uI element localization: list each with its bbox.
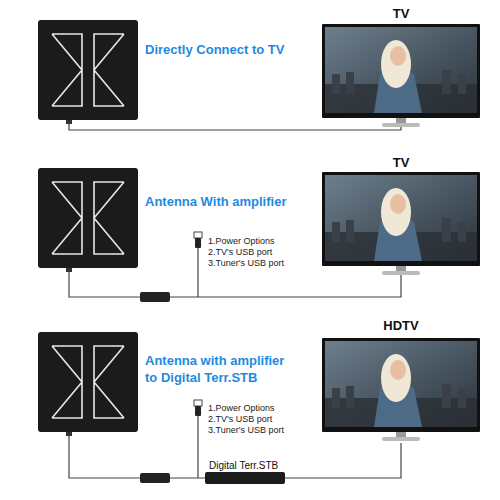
option-note: 1.Power Options — [208, 403, 275, 414]
stb-box — [205, 472, 285, 484]
tv-monitor-3 — [322, 338, 480, 441]
tv-box: TV — [318, 155, 484, 277]
cable-part — [197, 248, 198, 297]
device-name: Digital Terr.STB — [205, 459, 285, 472]
option-note: 3.Tuner's USB port — [208, 258, 284, 269]
tv-heading-text: HDTV — [383, 318, 418, 334]
cable-part — [69, 124, 401, 130]
row-heading: Directly Connect to TV — [145, 41, 284, 58]
device-name-text: Digital Terr.STB — [209, 459, 278, 472]
usb-plug-row-3-part — [194, 400, 202, 416]
tv-heading-text: TV — [393, 155, 410, 171]
usb-plug-row-2-part — [194, 232, 202, 248]
row-heading: Antenna with amplifier to Digital Terr.S… — [145, 352, 293, 386]
amplifier-part — [140, 473, 170, 483]
tv-monitor-2-part — [322, 172, 480, 275]
tv-monitor-2 — [322, 172, 480, 275]
amplifier — [140, 292, 170, 483]
cable-part — [69, 272, 140, 297]
tv-heading: HDTV — [318, 318, 484, 334]
set-top-box: Digital Terr.STB — [205, 459, 285, 484]
tv-monitor-3-part — [322, 338, 480, 441]
tv-box: TV — [318, 6, 484, 128]
cable-part — [170, 275, 401, 297]
antenna-row-1-part — [38, 20, 138, 124]
tv-monitor-1 — [322, 24, 480, 127]
antenna-row-3 — [38, 332, 138, 436]
tv-box: HDTV — [318, 318, 484, 443]
antenna-row-1 — [38, 20, 138, 124]
tv-heading: TV — [318, 6, 484, 22]
option-note: 2.TV's USB port — [208, 414, 272, 425]
usb-plug-row-3 — [194, 400, 202, 416]
cable-connector — [285, 443, 401, 478]
amplifier-part — [140, 292, 170, 302]
antenna-row-2-part — [38, 168, 138, 272]
antenna-row-2 — [38, 168, 138, 272]
tv-heading: TV — [318, 155, 484, 171]
option-note: 1.Power Options — [208, 236, 275, 247]
cable-part — [197, 416, 198, 478]
option-note: 3.Tuner's USB port — [208, 425, 284, 436]
cable — [69, 124, 401, 478]
cable-part — [69, 436, 140, 478]
tv-heading-text: TV — [393, 6, 410, 22]
usb-plug-row-2 — [194, 232, 202, 248]
row-heading: Antenna With amplifier — [145, 193, 286, 210]
tv-monitor-1-part — [322, 24, 480, 127]
antenna-row-3-part — [38, 332, 138, 436]
option-note: 2.TV's USB port — [208, 247, 272, 258]
cable-part — [170, 477, 205, 478]
